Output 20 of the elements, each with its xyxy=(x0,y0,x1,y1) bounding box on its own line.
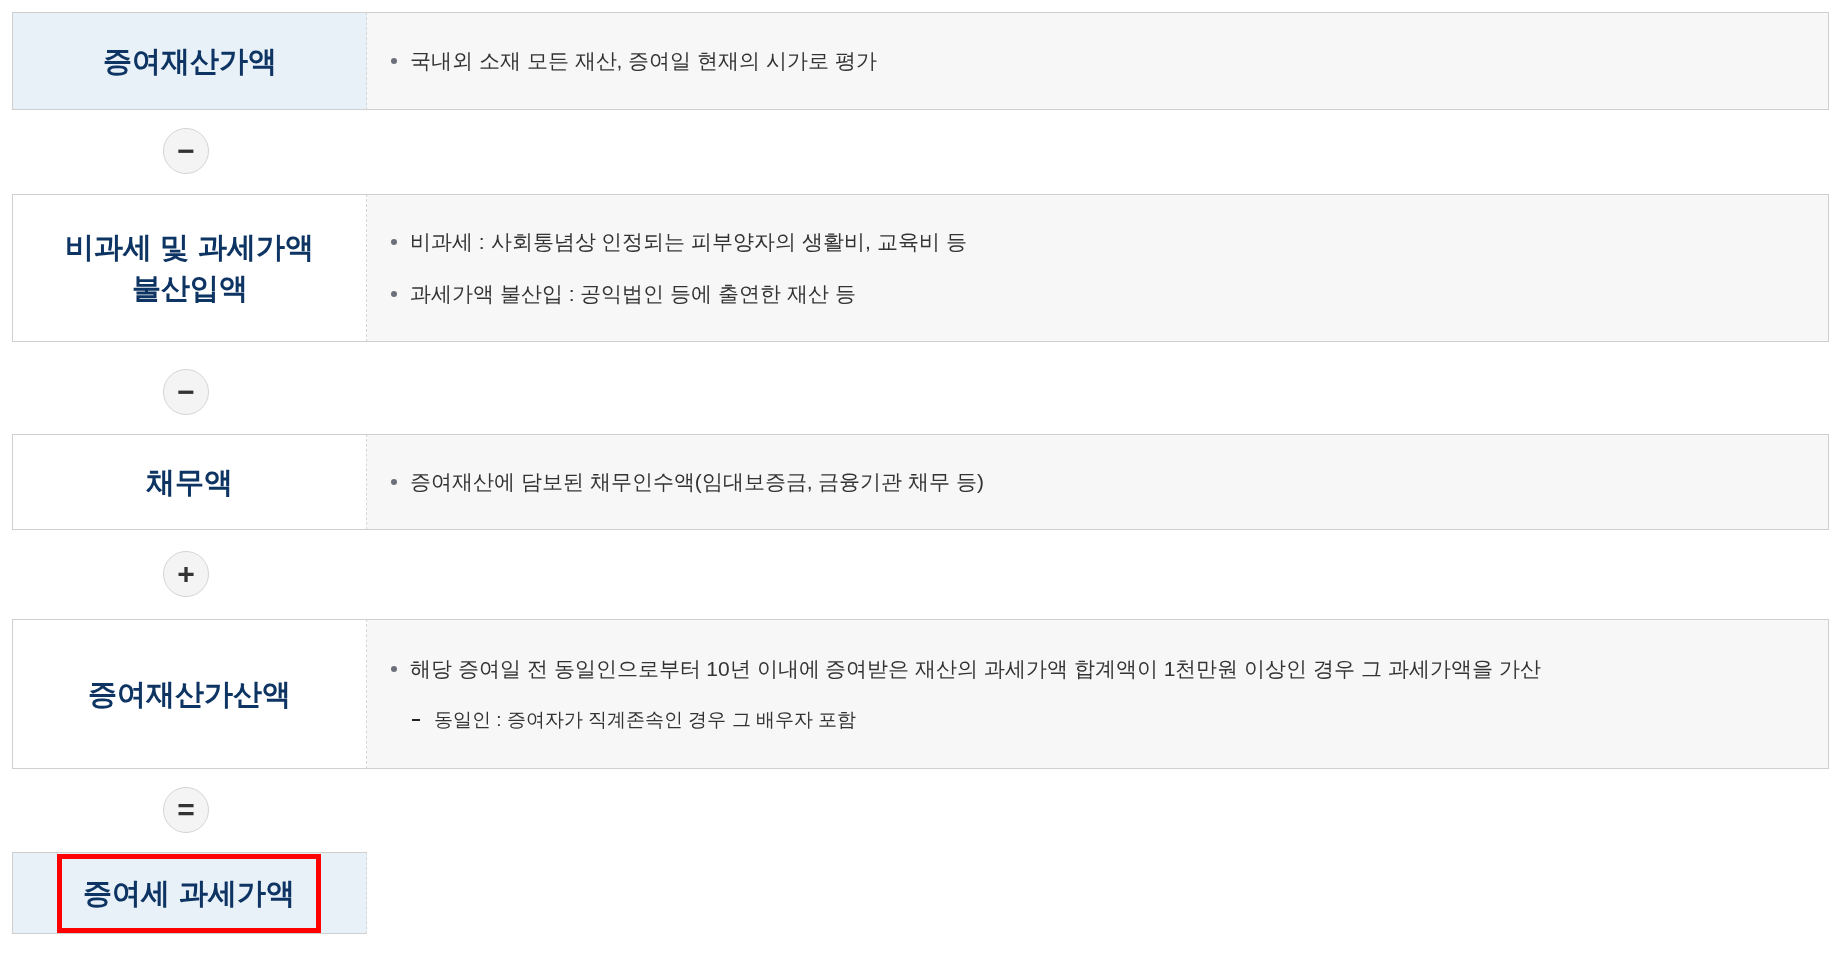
description-panel xyxy=(367,194,1829,342)
description-text: 동일인 : 증여자가 직계존속인 경우 그 배우자 포함 xyxy=(434,708,857,732)
operator-circle: − xyxy=(163,369,209,415)
item-heading: 채무액 xyxy=(12,434,367,530)
description-text: 증여재산에 담보된 채무인수액(임대보증금, 금융기관 채무 등) xyxy=(410,469,984,495)
description-text: 비과세 : 사회통념상 인정되는 피부양자의 생활비, 교육비 등 xyxy=(410,229,967,255)
item-heading: 증여재산가산액 xyxy=(12,619,367,769)
item-heading: 비과세 및 과세가액 불산입액 xyxy=(12,194,367,342)
description-panel xyxy=(367,619,1829,769)
result-heading: 증여세 과세가액 xyxy=(83,876,295,912)
result-panel xyxy=(12,852,367,934)
description-text: 국내외 소재 모든 재산, 증여일 현재의 시가로 평가 xyxy=(410,48,877,74)
description-text: 해당 증여일 전 동일인으로부터 10년 이내에 증여받은 재산의 과세가액 합계액이 1천만원 이상인 경우 그 과세가액을 가산 xyxy=(410,656,1541,682)
description-panel xyxy=(367,12,1829,110)
description-text: 과세가액 불산입 : 공익법인 등에 출연한 재산 등 xyxy=(410,281,856,307)
description-panel xyxy=(367,434,1829,530)
operator-circle: = xyxy=(163,787,209,833)
item-heading: 증여재산가액 xyxy=(12,12,367,110)
operator-circle: − xyxy=(163,128,209,174)
operator-circle: + xyxy=(163,551,209,597)
